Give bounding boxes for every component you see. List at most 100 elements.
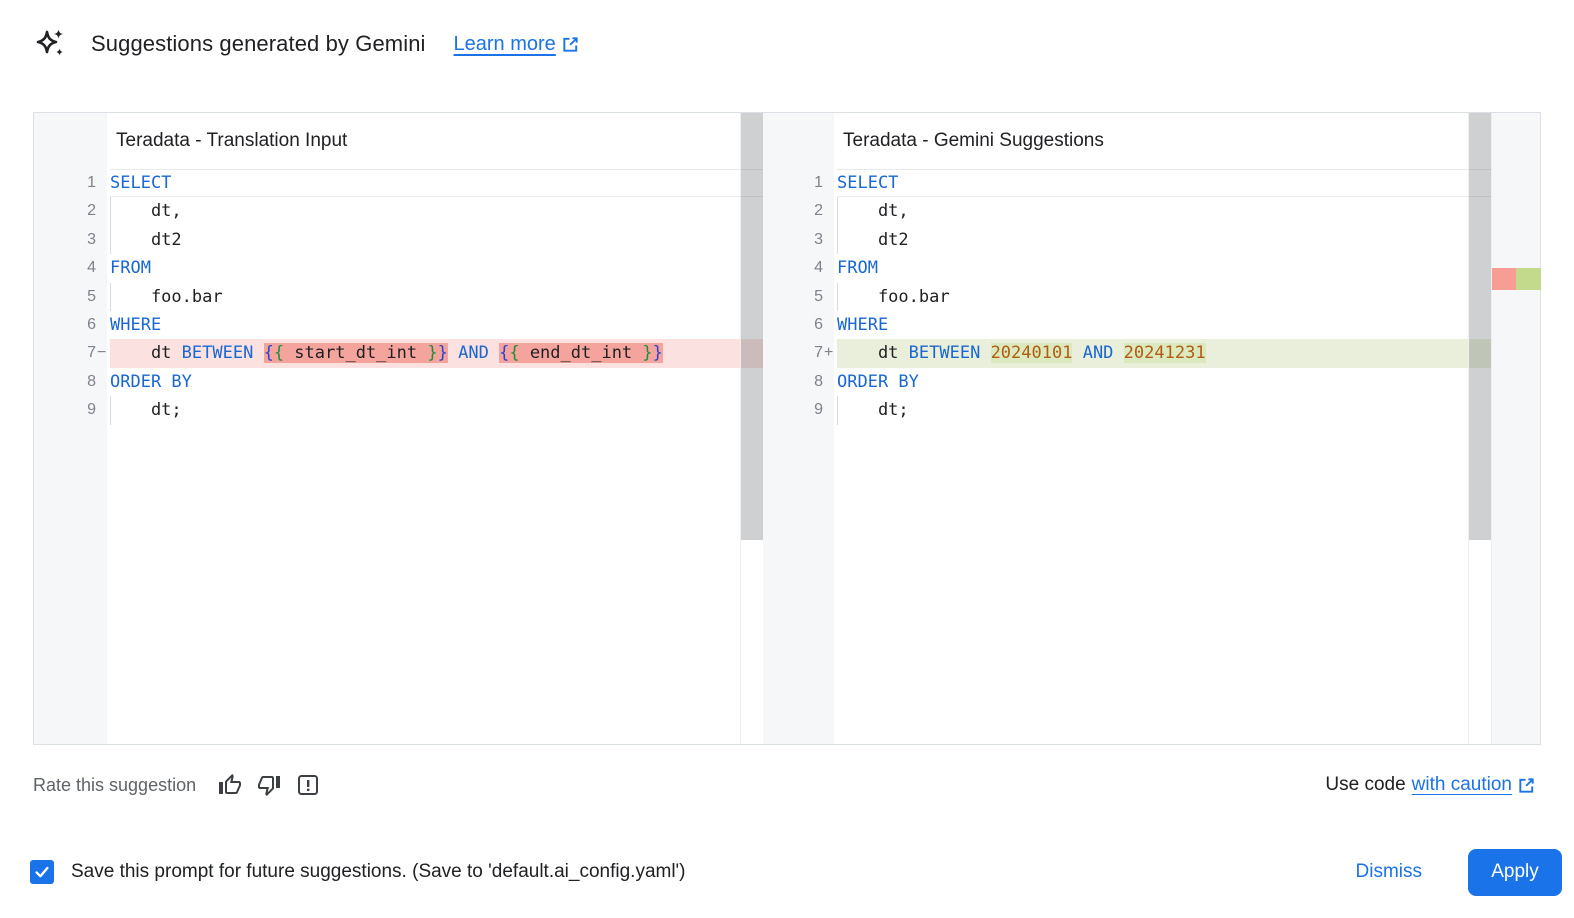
code-token: FROM xyxy=(837,258,878,279)
line-number: 4 xyxy=(87,259,96,277)
dismiss-button[interactable]: Dismiss xyxy=(1355,861,1423,882)
code-line[interactable]: 9 dt; xyxy=(34,396,763,424)
code-token xyxy=(489,343,499,363)
code-token: WHERE xyxy=(110,314,162,335)
diff-sign xyxy=(96,169,110,197)
rate-label: Rate this suggestion xyxy=(33,774,197,795)
learn-more-label: Learn more xyxy=(453,32,556,55)
action-bar: Save this prompt for future suggestions.… xyxy=(30,846,1562,898)
line-number: 5 xyxy=(87,287,96,305)
code-line[interactable]: 1 SELECT xyxy=(34,169,763,197)
code-line[interactable]: 2 dt, xyxy=(34,197,763,225)
code-token: dt, xyxy=(837,201,909,222)
diff-sign: + xyxy=(824,344,834,362)
code-text: FROM xyxy=(837,254,1491,282)
code-text: dt BETWEEN 20240101 AND 20241231 xyxy=(837,339,1491,368)
vertical-scrollbar[interactable] xyxy=(741,113,763,540)
with-caution-link[interactable]: with caution xyxy=(1411,774,1512,795)
thumbs-up-icon[interactable] xyxy=(218,773,242,797)
code-token: FROM xyxy=(110,258,151,279)
code-line[interactable]: 9 dt; xyxy=(763,396,1491,424)
diff-sign xyxy=(96,283,110,311)
code-line[interactable]: 7− dt BETWEEN {{ start_dt_int }} AND {{ … xyxy=(34,339,763,368)
diff-sign xyxy=(96,226,110,254)
code-line[interactable]: 2 dt, xyxy=(763,197,1491,225)
code-token: dt; xyxy=(837,400,909,421)
external-link-icon xyxy=(563,36,578,52)
code-token: ORDER BY xyxy=(837,371,919,392)
apply-button[interactable]: Apply xyxy=(1468,848,1562,896)
rate-icons xyxy=(218,773,320,797)
code-line[interactable]: 4 FROM xyxy=(34,254,763,282)
code-token: { xyxy=(509,343,520,364)
code-text: dt; xyxy=(837,396,1491,424)
code-token: BETWEEN xyxy=(908,343,981,364)
line-number: 9 xyxy=(87,401,96,419)
code-token xyxy=(1072,343,1082,363)
diff-sign xyxy=(823,226,837,254)
line-number-gutter xyxy=(34,113,107,744)
save-prompt-checkbox[interactable] xyxy=(30,860,54,884)
scrollbar-track-border xyxy=(740,113,741,744)
save-prompt-label: Save this prompt for future suggestions.… xyxy=(71,861,686,882)
diff-sign xyxy=(96,368,110,396)
code-token: SELECT xyxy=(837,173,899,193)
diff-sign xyxy=(96,197,110,225)
vertical-scrollbar[interactable] xyxy=(1469,113,1491,540)
code-line[interactable]: 8 ORDER BY xyxy=(763,368,1491,396)
code-token: AND xyxy=(1082,343,1114,364)
diff-sign xyxy=(823,311,837,339)
code-token xyxy=(1113,343,1123,363)
code-token: dt xyxy=(837,343,909,364)
code-line[interactable]: 7+ dt BETWEEN 20240101 AND 20241231 xyxy=(763,339,1491,368)
code-token: { xyxy=(273,343,285,364)
page-title: Suggestions generated by Gemini xyxy=(91,31,426,56)
line-number: 2 xyxy=(87,202,96,220)
line-number: 4 xyxy=(814,259,823,277)
code-line[interactable]: 5 foo.bar xyxy=(34,283,763,311)
line-number: 8 xyxy=(87,372,96,390)
diff-overview-ruler[interactable] xyxy=(1491,113,1541,744)
report-problem-icon[interactable] xyxy=(296,773,320,797)
code-token: BETWEEN xyxy=(181,343,254,364)
line-number: 9 xyxy=(814,401,823,419)
learn-more-link[interactable]: Learn more xyxy=(454,33,580,56)
code-text: dt; xyxy=(110,396,763,424)
diff-sign: − xyxy=(97,344,107,362)
code-token: foo.bar xyxy=(110,286,223,307)
code-line[interactable]: 4 FROM xyxy=(763,254,1491,282)
code-token: } xyxy=(437,343,448,364)
code-line[interactable]: 3 dt2 xyxy=(34,226,763,254)
code-token: 20241231 xyxy=(1123,343,1206,364)
use-code-text: Use code xyxy=(1325,774,1406,795)
line-number: 8 xyxy=(814,372,823,390)
code-token: } xyxy=(652,343,663,364)
code-token xyxy=(448,343,458,363)
code-line[interactable]: 1 SELECT xyxy=(763,169,1491,197)
code-line[interactable]: 5 foo.bar xyxy=(763,283,1491,311)
code-token: ORDER BY xyxy=(110,371,192,392)
code-text: ORDER BY xyxy=(837,368,1491,396)
code-text: dt2 xyxy=(837,226,1491,254)
diff-sign xyxy=(823,283,837,311)
code-token: foo.bar xyxy=(837,286,950,307)
pane-title: Teradata - Translation Input xyxy=(116,130,348,151)
code-line[interactable]: 8 ORDER BY xyxy=(34,368,763,396)
code-text: SELECT xyxy=(110,169,763,197)
overview-added-mark xyxy=(1516,268,1541,290)
line-number: 7 xyxy=(87,344,96,362)
use-code-notice: Use code with caution xyxy=(1325,774,1536,796)
line-number: 1 xyxy=(814,174,823,191)
line-number: 1 xyxy=(87,174,96,191)
external-link-icon xyxy=(1519,777,1534,793)
code-token: } xyxy=(642,343,653,364)
code-token xyxy=(253,343,263,363)
line-number: 3 xyxy=(814,230,823,248)
thumbs-down-icon[interactable] xyxy=(257,773,281,797)
code-line[interactable]: 3 dt2 xyxy=(763,226,1491,254)
code-text: foo.bar xyxy=(110,283,763,311)
